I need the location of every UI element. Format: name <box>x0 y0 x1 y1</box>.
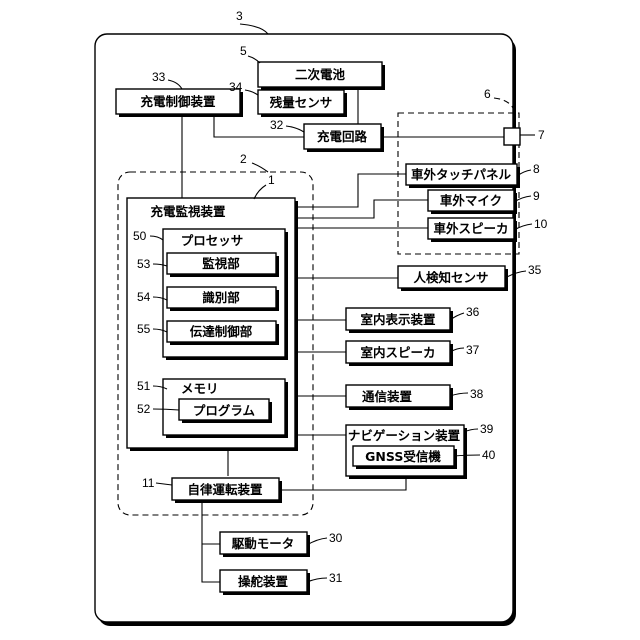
gnss-receiver-label: GNSS受信機 <box>365 449 441 464</box>
ref-33: 33 <box>152 70 166 84</box>
memory-label: メモリ <box>181 381 219 396</box>
ref-1: 1 <box>268 173 275 187</box>
monitoring-unit-label: 監視部 <box>202 256 240 271</box>
ref-34: 34 <box>229 80 243 94</box>
exterior-speaker-label: 車外スピーカ <box>433 221 508 236</box>
ref-38: 38 <box>470 387 484 401</box>
charging-circuit-label: 充電回路 <box>317 129 368 144</box>
leader-3 <box>240 24 268 34</box>
ref-2: 2 <box>240 152 247 166</box>
drive-motor-label: 駆動モータ <box>232 536 295 551</box>
ref-35: 35 <box>528 263 542 277</box>
ref-52: 52 <box>137 402 151 416</box>
navigation-device-label: ナビゲーション装置 <box>348 428 461 443</box>
transmission-control-unit-label: 伝達制御部 <box>190 324 253 339</box>
ref-5: 5 <box>240 44 247 58</box>
charging-connector <box>504 128 520 145</box>
secondary-battery-label: 二次電池 <box>295 67 346 82</box>
ref-7: 7 <box>538 128 545 142</box>
human-sensor-label: 人検知センサ <box>413 270 488 285</box>
ref-9: 9 <box>533 189 540 203</box>
ref-31: 31 <box>329 571 343 585</box>
charge-control-device-label: 充電制御装置 <box>140 94 216 109</box>
ref-51: 51 <box>137 379 151 393</box>
remaining-sensor-label: 残量センサ <box>270 95 333 110</box>
interior-display-label: 室内表示装置 <box>360 312 436 327</box>
ref-50: 50 <box>133 229 147 243</box>
ref-55: 55 <box>137 322 151 336</box>
interior-speaker-label: 室内スピーカ <box>360 345 435 360</box>
ref-54: 54 <box>137 290 151 304</box>
ref-40: 40 <box>482 448 496 462</box>
exterior-touch-panel-label: 車外タッチパネル <box>411 167 512 182</box>
ref-39: 39 <box>480 422 494 436</box>
ref-10: 10 <box>534 217 548 231</box>
ref-36: 36 <box>466 305 480 319</box>
identification-unit-label: 識別部 <box>202 290 240 305</box>
ref-3: 3 <box>236 9 243 23</box>
ref-6: 6 <box>484 87 491 101</box>
charge-monitoring-device-label: 充電監視装置 <box>150 204 226 219</box>
steering-device-label: 操舵装置 <box>238 574 289 589</box>
ref-37: 37 <box>466 343 480 357</box>
communication-device-label: 通信装置 <box>362 389 413 404</box>
exterior-mic-label: 車外マイク <box>440 193 502 208</box>
ref-30: 30 <box>329 531 343 545</box>
program-label: プログラム <box>193 403 256 418</box>
ref-11: 11 <box>142 476 155 490</box>
processor-label: プロセッサ <box>181 233 244 248</box>
ref-8: 8 <box>533 162 540 176</box>
autonomous-driving-device-label: 自律運転装置 <box>187 482 263 497</box>
ref-53: 53 <box>137 257 151 271</box>
ref-32: 32 <box>270 118 284 132</box>
